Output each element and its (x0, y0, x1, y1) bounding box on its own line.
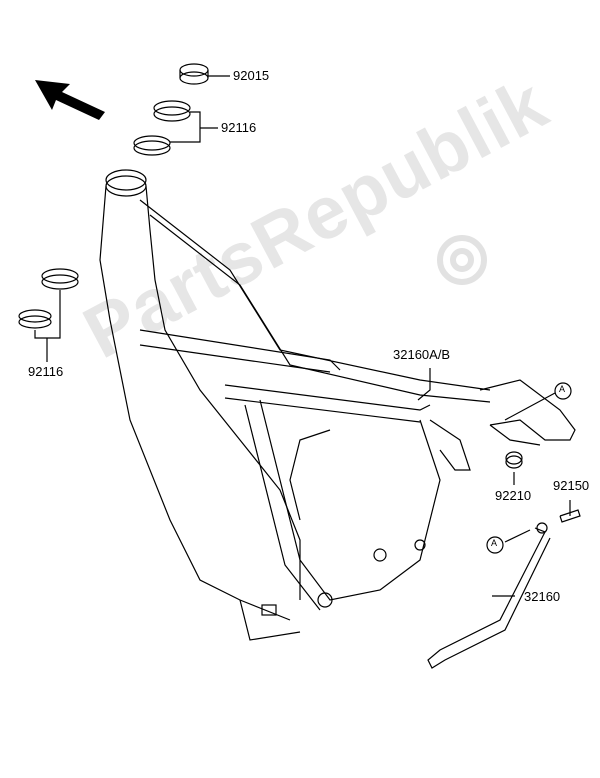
bolt-92150 (559, 509, 581, 523)
gear-watermark-icon (437, 235, 487, 285)
front-arrow-icon (35, 80, 105, 120)
part-label-32160ab[interactable]: 32160A/B (393, 347, 451, 362)
callout-a-upper: A (559, 384, 566, 394)
part-label-92116-lower[interactable]: 92116 (28, 364, 64, 379)
part-label-32160[interactable]: 32160 (524, 589, 561, 604)
bearing-upper (153, 100, 191, 122)
part-label-92210[interactable]: 92210 (495, 488, 532, 503)
bearing-lower (41, 268, 79, 290)
subframe-32160 (427, 522, 551, 669)
main-frame (99, 169, 576, 641)
collar-92210 (505, 451, 523, 469)
part-label-92150[interactable]: 92150 (553, 478, 590, 493)
part-label-92116-upper[interactable]: 92116 (221, 120, 257, 135)
part-label-92015[interactable]: 92015 (233, 68, 270, 83)
callout-a-lower: A (491, 538, 498, 548)
bearing-race-lower (18, 309, 52, 329)
callout-circles (486, 382, 572, 554)
steering-stem-nut (179, 63, 209, 85)
bearing-race-upper (133, 135, 171, 156)
